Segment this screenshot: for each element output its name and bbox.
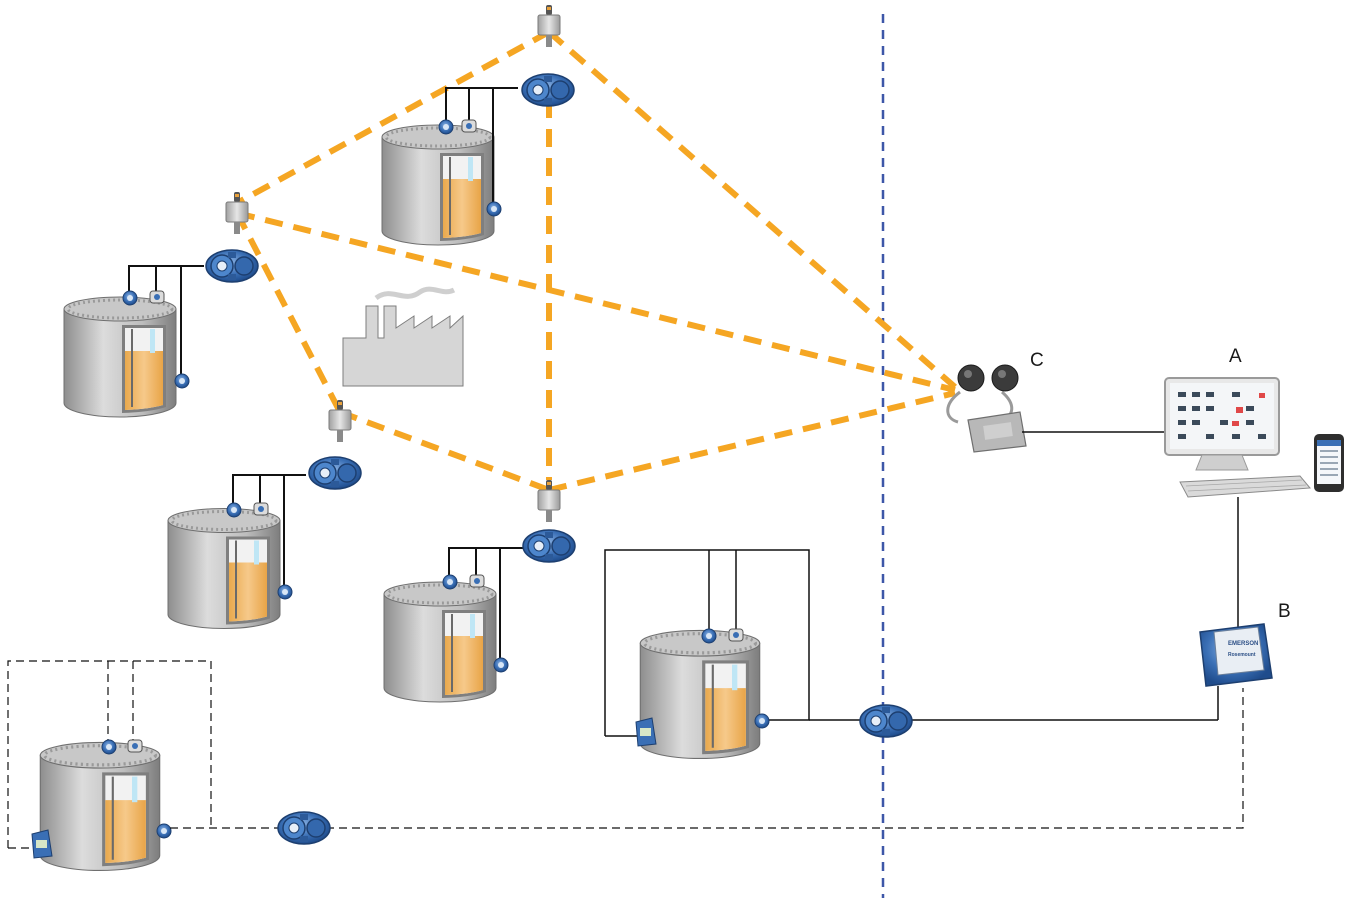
tank-2 [62,191,259,419]
hub-brand-text: EMERSON [1228,641,1258,647]
wireless-adapter-icon [328,399,352,443]
tank-5 [604,549,1218,761]
transmitter-icon [205,249,259,283]
label-gateway: B [1278,601,1291,622]
system-hub-icon: EMERSON Rosemount [1199,623,1273,720]
smartphone-icon [1314,434,1344,492]
tank-1 [380,4,575,247]
level-display-icon [31,829,53,859]
label-wireless-gateway: C [1030,350,1044,371]
tank-6 [7,660,1244,873]
factory-icon [342,286,464,387]
transmitter-icon [522,529,576,563]
wireless-mesh-links [234,29,957,493]
transmitter-icon [277,811,331,845]
hub-model-text: Rosemount [1228,652,1256,658]
tank-3 [166,399,362,631]
transmitter-icon [859,704,913,738]
transmitter-icon [521,73,575,107]
level-display-icon [635,717,657,747]
tank-4 [382,479,576,704]
host-computer-icon [1164,377,1312,628]
wireless-gateway-icon [946,364,1172,453]
label-host: A [1229,346,1242,367]
transmitter-icon [308,456,362,490]
